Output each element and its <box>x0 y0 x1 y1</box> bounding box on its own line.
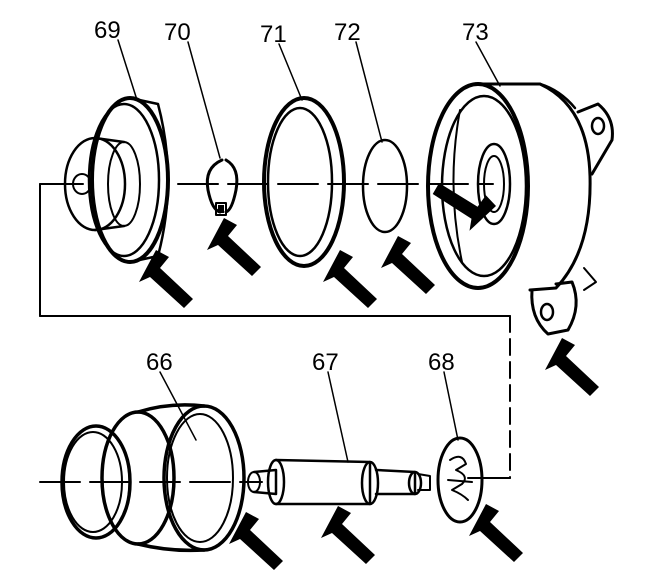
part-73-housing <box>426 82 614 336</box>
part-71-seal-ring <box>262 96 346 268</box>
callout-66: 66 <box>146 349 173 376</box>
arrow-pointer-68 <box>469 504 523 562</box>
arrow-pointer-70 <box>207 218 261 276</box>
callout-68: 68 <box>428 349 455 376</box>
arrow-pointer-73b <box>545 338 599 396</box>
part-68-plate <box>436 436 484 524</box>
part-66-spring <box>60 403 246 553</box>
part-69-piston <box>63 96 170 264</box>
leader-lines <box>117 39 501 463</box>
callout-71: 71 <box>260 21 287 48</box>
part-67-shaft <box>247 458 431 506</box>
arrow-pointer-72 <box>381 236 435 294</box>
part-70-snap-ring <box>205 158 239 216</box>
callout-72: 72 <box>334 19 361 46</box>
arrow-pointer-67 <box>321 506 375 564</box>
callout-70: 70 <box>164 19 191 46</box>
callout-69: 69 <box>94 17 121 44</box>
part-72-o-ring <box>361 138 409 234</box>
arrow-pointer-71 <box>323 250 377 308</box>
callout-67: 67 <box>312 349 339 376</box>
callout-73: 73 <box>462 19 489 46</box>
